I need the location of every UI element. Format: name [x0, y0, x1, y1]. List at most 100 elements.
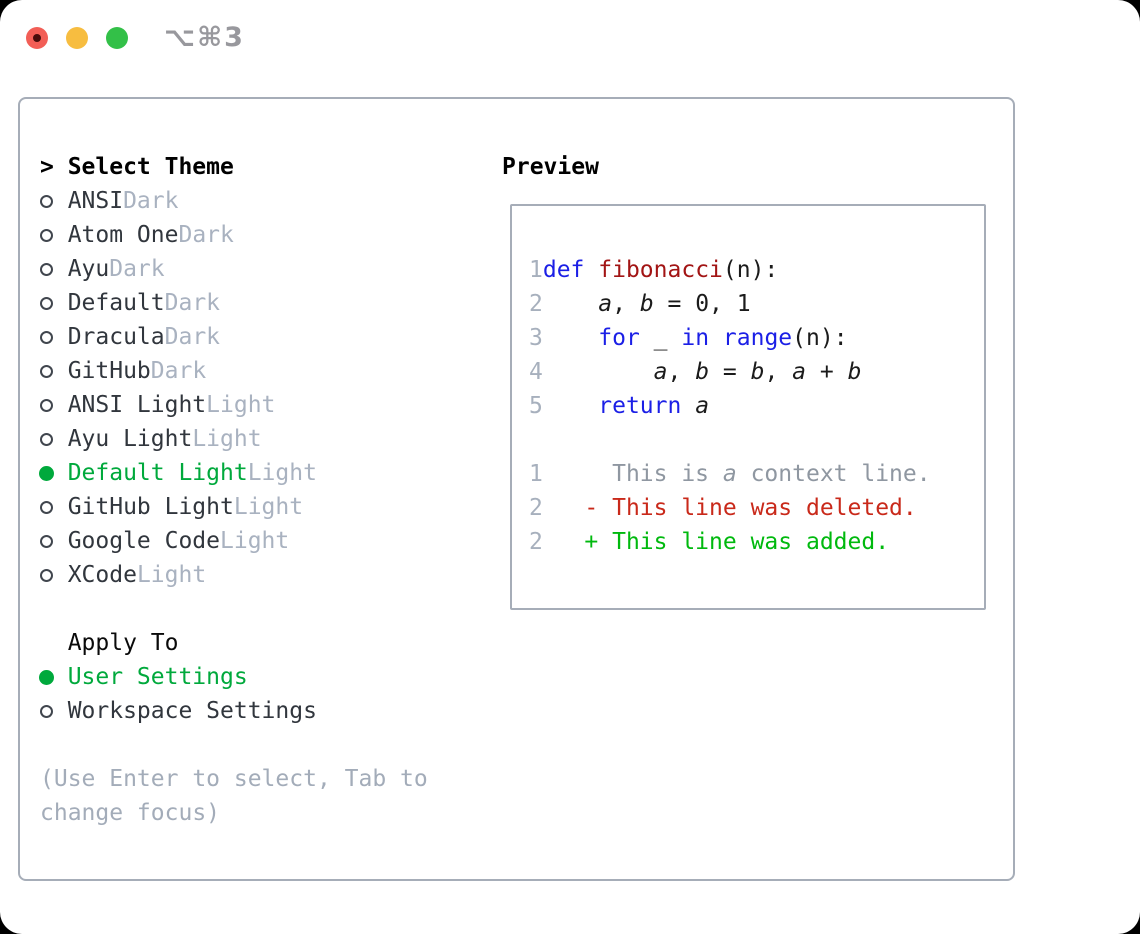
code-line: 2 a, b = 0, 1 [529, 287, 931, 321]
code-token: + [806, 359, 848, 385]
code-token: , [667, 359, 696, 385]
theme-option-ansi-light[interactable]: ANSI Light Light [40, 388, 428, 422]
spacer-row [40, 592, 428, 626]
theme-option-ayu-light[interactable]: Ayu Light Light [40, 422, 428, 456]
code-token: = 0, 1 [653, 291, 751, 317]
radio-cell [40, 500, 68, 514]
theme-option-ansi[interactable]: ANSI Dark [40, 184, 428, 218]
apply-to-header: Apply To [40, 626, 428, 660]
diff-line: 2 + This line was added. [529, 525, 931, 559]
code-token: in [681, 325, 710, 351]
theme-variant-label: Light [233, 494, 304, 520]
theme-option-dracula[interactable]: Dracula Dark [40, 320, 428, 354]
radio-unselected-icon [40, 296, 53, 310]
code-token: b [750, 359, 765, 385]
radio-cell [40, 194, 68, 208]
code-token [543, 389, 598, 423]
zoom-button[interactable] [106, 27, 128, 49]
code-token: a [598, 291, 613, 317]
theme-variant-label: Light [206, 392, 276, 418]
code-token: _ [639, 325, 682, 351]
theme-option-github[interactable]: GitHub Dark [40, 354, 428, 388]
radio-unselected-icon [40, 228, 53, 242]
code-token: added. [792, 529, 890, 555]
radio-unselected-icon [40, 330, 53, 344]
code-token: range [722, 325, 793, 351]
code-token: , [612, 291, 640, 317]
radio-cell [40, 432, 68, 446]
line-number: 2 [529, 495, 543, 521]
code-token: was [750, 495, 793, 521]
code-line: 1 def fibonacci(n): [529, 253, 931, 287]
theme-option-ayu[interactable]: Ayu Dark [40, 252, 428, 286]
theme-option-google-code[interactable]: Google Code Light [40, 524, 428, 558]
code-line: 5 return a [529, 389, 931, 423]
close-dot-icon [33, 34, 41, 42]
theme-variant-label: Dark [164, 290, 221, 316]
radio-unselected-icon [40, 262, 53, 276]
code-token: for [598, 325, 640, 351]
code-token: - This line [542, 495, 751, 521]
code-token: = [709, 359, 751, 385]
theme-variant-label: Light [220, 528, 290, 554]
code-token: return [598, 393, 682, 419]
window-shortcut-label: ⌥⌘3 [164, 22, 245, 53]
code-token: , [764, 359, 793, 385]
radio-unselected-icon [40, 194, 53, 208]
minimize-button[interactable] [66, 27, 88, 49]
theme-option-xcode[interactable]: XCode Light [40, 558, 428, 592]
theme-name-label: Ayu [67, 256, 110, 282]
radio-cell [40, 704, 68, 718]
line-number: 4 [529, 359, 543, 385]
apply-option-label: User Settings [67, 664, 248, 690]
radio-selected-icon [39, 465, 54, 481]
line-number: 1 [529, 461, 543, 487]
preview-title: Preview [502, 154, 599, 180]
theme-name-label: GitHub Light [67, 494, 234, 520]
radio-cell [39, 465, 68, 481]
spacer-row [40, 728, 428, 762]
line-number: 3 [529, 325, 543, 351]
theme-name-label: ANSI [67, 188, 124, 214]
theme-option-atom-one[interactable]: Atom One Dark [40, 218, 428, 252]
theme-variant-label: Dark [123, 188, 179, 214]
theme-variant-label: Dark [150, 358, 207, 384]
line-number: 2 [529, 529, 543, 555]
code-token: b [695, 359, 710, 385]
code-line: 3 for _ in range(n): [529, 321, 931, 355]
theme-variant-label: Light [136, 562, 207, 588]
theme-name-label: Default [67, 290, 165, 316]
theme-option-default[interactable]: Default Dark [40, 286, 428, 320]
apply-option-user-settings[interactable]: User Settings [39, 660, 428, 694]
theme-name-label: ANSI Light [67, 392, 207, 418]
close-button[interactable] [26, 27, 48, 49]
theme-name-label: GitHub [67, 358, 151, 384]
code-token [543, 287, 598, 321]
code-token: b [639, 291, 654, 317]
apply-option-workspace-settings[interactable]: Workspace Settings [40, 694, 428, 728]
code-token [543, 321, 598, 355]
theme-name-label: Google Code [67, 528, 221, 554]
line-number: 5 [529, 393, 543, 419]
theme-option-github-light[interactable]: GitHub Light Light [40, 490, 428, 524]
select-theme-title: Select Theme [67, 154, 234, 180]
radio-cell [40, 364, 68, 378]
code-token: This is [542, 461, 723, 487]
line-number: 1 [529, 257, 543, 283]
code-token [681, 389, 695, 423]
theme-variant-label: Dark [109, 256, 165, 282]
theme-name-label: Dracula [67, 324, 165, 350]
titlebar: ⌥⌘3 [26, 22, 245, 53]
theme-variant-label: Light [192, 426, 262, 452]
radio-unselected-icon [40, 364, 53, 378]
code-token: context line. [736, 461, 931, 487]
line-number: 2 [529, 291, 543, 317]
select-theme-header: > Select Theme [40, 150, 428, 184]
theme-option-default-light[interactable]: Default Light Light [39, 456, 428, 490]
code-token: a [653, 359, 668, 385]
